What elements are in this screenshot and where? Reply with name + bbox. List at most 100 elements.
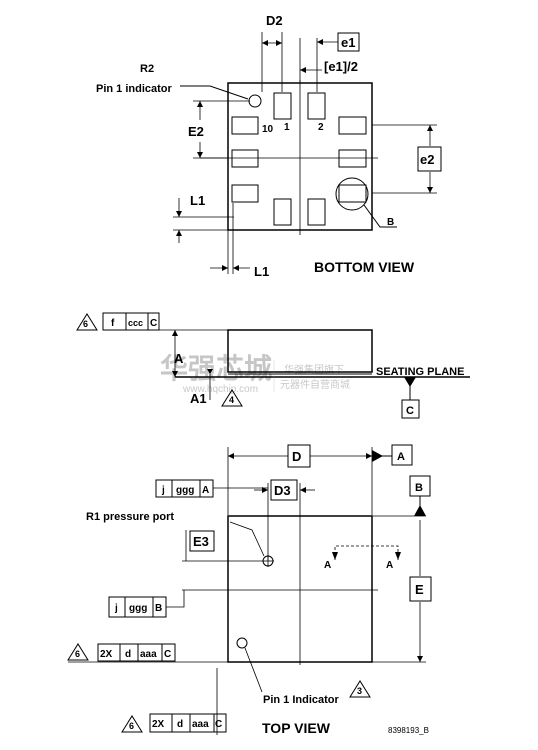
watermark: 华强芯城 www.hqchip.com 华强集团旗下 元器件自营商城	[160, 352, 350, 395]
side-frame-text-3: C	[150, 318, 157, 329]
pressure-port-leader	[229, 521, 265, 557]
d-arrow-right	[366, 453, 372, 459]
side-frame-cell-1	[102, 312, 127, 331]
e2-right-box	[417, 146, 442, 172]
watermark-url: www.hqchip.com	[182, 384, 258, 395]
aaa1-text-3: aaa	[140, 649, 157, 660]
section-a-right-label: A	[386, 560, 393, 571]
datum-a-triangle	[372, 450, 383, 462]
pin1-indicator-circle-bottom	[248, 94, 262, 108]
datum-b-label: B	[415, 482, 423, 494]
note4-triangle	[221, 389, 243, 407]
side-note6-text: 6	[83, 319, 88, 329]
pin10-label: 10	[262, 124, 274, 135]
e2-right-arrow-top	[427, 125, 433, 131]
detail-b-label: B	[387, 217, 394, 228]
datum-c-label: C	[406, 405, 414, 417]
watermark-cn-small-1: 华强集团旗下	[284, 363, 344, 376]
e2-arrow-top	[197, 101, 203, 107]
detail-b-circle	[335, 177, 369, 211]
aaa2-text-4: C	[215, 719, 222, 730]
d3-box	[270, 479, 298, 501]
pad-3	[338, 116, 367, 135]
datum-c-box	[401, 399, 420, 419]
ggg-b-text-3: B	[155, 603, 162, 614]
ggg-b-text-1: j	[114, 603, 118, 614]
pad-9	[231, 149, 259, 168]
pad-10	[231, 116, 259, 135]
d2-arrow-left	[262, 40, 268, 46]
datum-a-box	[391, 444, 413, 466]
aaa1-text-1: 2X	[100, 649, 113, 660]
top-note6-triangle-1	[67, 643, 89, 661]
side-frame-cell-3	[147, 312, 160, 331]
detail-b-leader	[363, 204, 397, 228]
e2-upper-label: E2	[188, 124, 204, 139]
watermark-cn-big: 华强芯城	[160, 352, 272, 384]
top-note6-text-1: 6	[75, 649, 80, 659]
e1-label: e1	[341, 35, 355, 50]
pad-2	[307, 92, 326, 120]
section-a-arrow-left	[332, 552, 338, 560]
r2-label: R2	[140, 63, 154, 75]
side-view: C SEATING PLANE 6 f ccc C A A1 4	[76, 312, 470, 419]
e1-arrow	[317, 39, 323, 45]
d-box	[287, 444, 311, 468]
pin2-label: 2	[318, 122, 324, 133]
top-view-title: TOP VIEW	[262, 720, 331, 736]
aaa2-text-2: d	[177, 719, 183, 730]
side-frame-text-2: ccc	[128, 318, 143, 328]
bottom-view: B R2 Pin 1 indicator 10 1 2 D2 e1 [e1]/2	[96, 13, 442, 279]
aaa1-cell-4	[161, 643, 176, 662]
note3-text: 3	[357, 686, 362, 696]
watermark-cn-small-2: 元器件自营商城	[280, 378, 350, 391]
e2-right-label: e2	[420, 152, 434, 167]
ggg-a-text-2: ggg	[176, 485, 194, 496]
datum-c-triangle	[404, 377, 416, 387]
seating-plane-label: SEATING PLANE	[376, 366, 464, 378]
aaa1-text-2: d	[125, 649, 131, 660]
d3-label: D3	[274, 483, 291, 498]
e2-right-arrow-bottom	[427, 187, 433, 193]
aaa2-cell-4	[213, 713, 227, 733]
note4-text: 4	[229, 395, 234, 405]
side-package-body	[227, 329, 373, 373]
r2-leader	[180, 85, 249, 100]
pin1-indicator-top-label: Pin 1 indicator	[96, 83, 173, 95]
ggg-b-text-2: ggg	[129, 603, 147, 614]
pad-7	[273, 198, 292, 226]
pad-1	[273, 92, 292, 120]
aaa2-text-3: aaa	[192, 719, 209, 730]
d-arrow-left	[228, 453, 234, 459]
a-arrow-bottom	[172, 371, 178, 377]
e1-box	[337, 32, 360, 52]
e-arrow-bottom	[417, 656, 423, 662]
e3-label: E3	[193, 534, 209, 549]
pin1-indicator-leader	[244, 647, 263, 693]
top-view: D A B E j ggg A D3	[67, 444, 432, 736]
note3-triangle	[349, 680, 371, 698]
ggg-a-text-3: A	[202, 485, 209, 496]
d-label: D	[292, 449, 301, 464]
side-frame-text-1: f	[111, 318, 115, 329]
l1-left-arrow-bottom	[176, 230, 182, 236]
top-note6-text-2: 6	[129, 721, 134, 731]
top-note6-triangle-2	[121, 715, 143, 733]
a-arrow-top	[172, 330, 178, 336]
e-label: E	[415, 582, 424, 597]
side-note6-triangle	[76, 313, 98, 331]
pin1-indicator-bottom-label: Pin 1 Indicator	[263, 694, 340, 706]
l1-left-arrow-top	[176, 211, 182, 217]
d3-arrow-right	[300, 487, 306, 493]
a1-arrow	[207, 369, 213, 374]
datum-b-triangle	[414, 505, 426, 516]
pad-8	[231, 184, 259, 203]
section-a-arrow-right	[395, 552, 401, 560]
e2-arrow-bottom	[197, 152, 203, 158]
pad-5	[338, 184, 367, 203]
aaa2-text-1: 2X	[152, 719, 165, 730]
e3-box	[189, 530, 215, 552]
d2-label: D2	[266, 13, 283, 28]
